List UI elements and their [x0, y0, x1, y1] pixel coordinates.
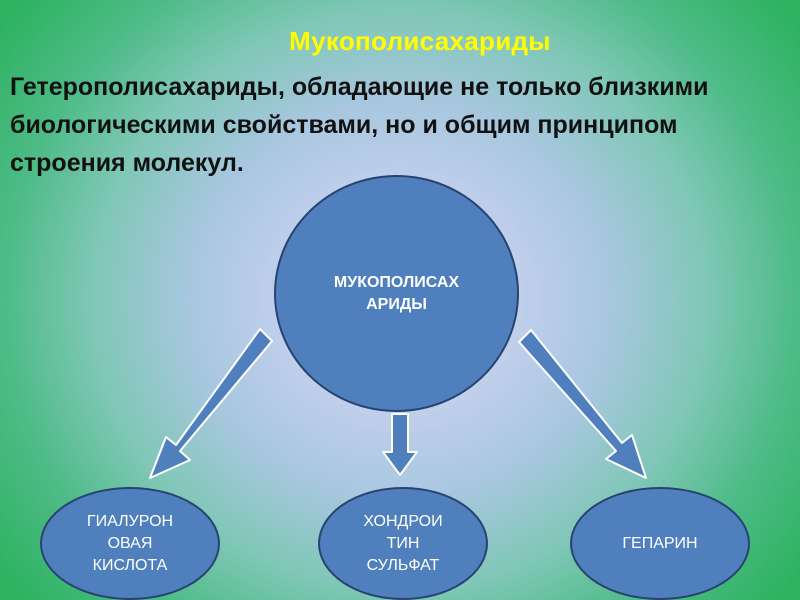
child-node-hyaluronic-acid: ГИАЛУРОН ОВАЯ КИСЛОТА — [40, 487, 220, 600]
child-node-heparin: ГЕПАРИН — [570, 487, 750, 600]
child-node-label: ХОНДРОИ ТИН СУЛЬФАТ — [363, 512, 443, 574]
slide-title: Мукополисахариды — [289, 26, 551, 56]
arrow-to-left-node — [149, 328, 273, 479]
center-node: МУКОПОЛИСАХ АРИДЫ — [274, 175, 519, 412]
center-node-label: МУКОПОЛИСАХ АРИДЫ — [333, 273, 460, 313]
child-node-label: ГЕПАРИН — [622, 534, 698, 552]
child-node-label: ГИАЛУРОН ОВАЯ КИСЛОТА — [86, 512, 174, 574]
child-node-chondroitin-sulfate: ХОНДРОИ ТИН СУЛЬФАТ — [318, 487, 488, 600]
slide-description: Гетерополисахариды, обладающие не только… — [10, 73, 709, 177]
arrow-to-right-node — [518, 329, 647, 479]
arrow-to-center-node — [382, 413, 418, 476]
